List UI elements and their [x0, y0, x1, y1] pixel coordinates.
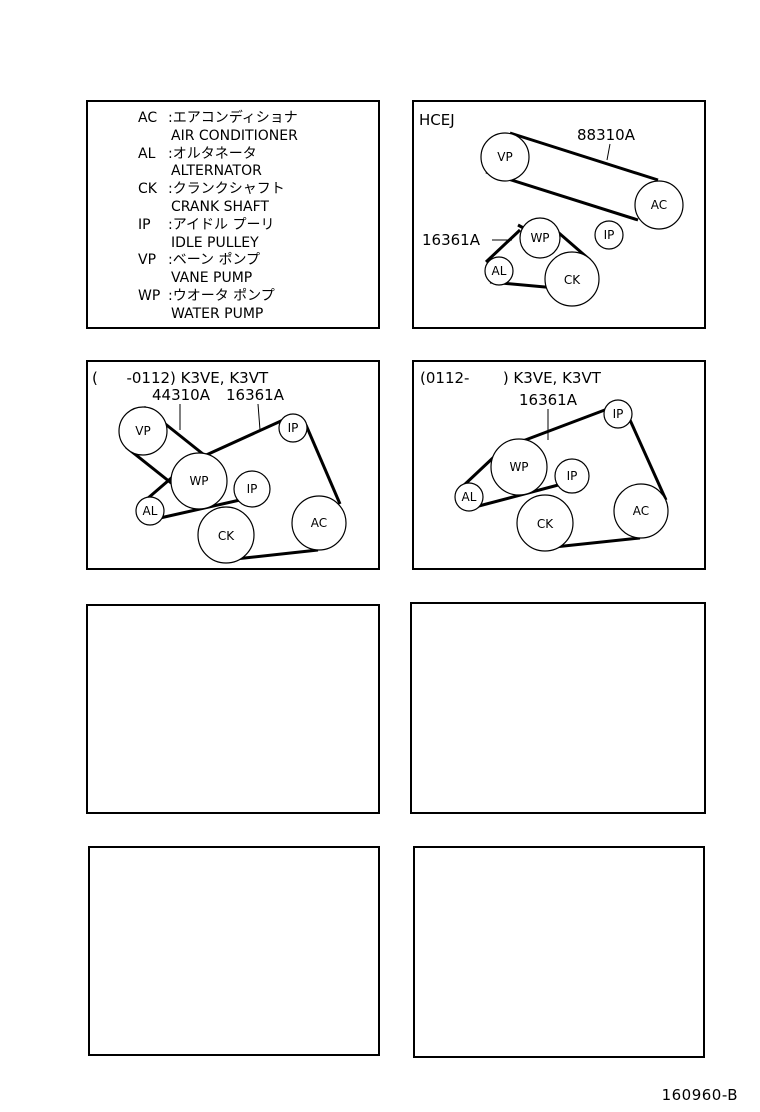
legend-item-ip: IP:アイドル プーリ: [138, 216, 275, 233]
empty-panel: [86, 604, 380, 814]
legend-code: CK: [138, 181, 157, 198]
ck-label: CK: [537, 517, 554, 531]
empty-panel: [413, 846, 705, 1058]
diagram-title: HCEJ: [419, 111, 455, 129]
legend-code: AC: [138, 110, 158, 126]
ip-label: IP: [613, 407, 624, 421]
diagram-k3ve-late-panel: IP WP IP AL CK AC (0112- ) K3VE, K3VT 16…: [412, 360, 706, 570]
legend-code: IP: [138, 216, 151, 233]
diagram-title: ( -0112) K3VE, K3VT: [92, 369, 269, 387]
part-number-44310a: 44310A: [152, 386, 211, 404]
ck-label: CK: [218, 529, 235, 543]
legend-en: VANE PUMP: [171, 270, 253, 287]
legend-list: AC:エアコンディショナ AIR CONDITIONER AL:オルタネータ A…: [138, 110, 298, 324]
legend-item-vp: VP:ベーン ポンプ: [138, 252, 261, 269]
wp-label: WP: [509, 460, 528, 474]
legend-panel: [86, 100, 380, 329]
legend-jp: オルタネータ: [172, 145, 257, 162]
part-number-16361a: 16361A: [519, 391, 578, 409]
legend-item-ck: CK:クランクシャフト: [138, 181, 285, 198]
ac-label: AC: [651, 198, 667, 212]
diagram-hcej-panel: VP AC WP IP AL CK HCEJ 88310A 16361A: [412, 100, 706, 329]
legend-jp: ベーン ポンプ: [172, 252, 261, 269]
diagram-title: (0112- ) K3VE, K3VT: [420, 369, 602, 387]
legend-code: VP: [138, 252, 157, 269]
ac-label: AC: [311, 516, 327, 530]
wp-label: WP: [530, 231, 549, 245]
al-label: AL: [143, 504, 158, 518]
diagram-k3ve-early: VP IP WP IP AL CK AC ( -0112) K3VE, K3VT…: [92, 369, 347, 564]
ip-label: IP: [567, 469, 578, 483]
part-number-16361a: 16361A: [226, 386, 285, 404]
legend-jp: クランクシャフト: [172, 181, 285, 198]
al-label: AL: [492, 264, 507, 278]
diagram-k3ve-late: IP WP IP AL CK AC (0112- ) K3VE, K3VT 16…: [420, 369, 669, 552]
vp-label: VP: [135, 424, 150, 438]
empty-panel: [410, 602, 706, 814]
legend-en: CRANK SHAFT: [171, 198, 269, 215]
diagram-k3ve-early-panel: VP IP WP IP AL CK AC ( -0112) K3VE, K3VT…: [86, 360, 380, 570]
ip-label: IP: [247, 482, 258, 496]
legend-item-wp: WP:ウオータ ポンプ: [138, 287, 275, 304]
legend-jp: ウオータ ポンプ: [172, 287, 275, 304]
empty-panel: [88, 846, 380, 1056]
part-number-88310a: 88310A: [577, 126, 636, 144]
diagram-hcej: VP AC WP IP AL CK HCEJ 88310A 16361A: [419, 111, 684, 307]
legend-code: AL: [138, 145, 156, 162]
legend-en: IDLE PULLEY: [171, 234, 259, 251]
vp-label: VP: [497, 150, 512, 164]
legend-code: WP: [138, 287, 161, 304]
legend-item-al: AL:オルタネータ: [138, 145, 257, 162]
wp-label: WP: [189, 474, 208, 488]
ip-label: IP: [604, 228, 615, 242]
al-label: AL: [462, 490, 477, 504]
legend-en: WATER PUMP: [171, 305, 264, 322]
legend-jp: アイドル プーリ: [172, 216, 275, 233]
legend-en: ALTERNATOR: [171, 163, 262, 180]
ck-label: CK: [564, 273, 581, 287]
ip-label: IP: [288, 421, 299, 435]
legend-jp: エアコンディショナ: [172, 110, 298, 126]
leader-line: [606, 143, 611, 161]
legend-item-ac: AC:エアコンディショナ: [138, 110, 298, 126]
ac-label: AC: [633, 504, 649, 518]
legend-en: AIR CONDITIONER: [171, 127, 298, 144]
figure-number: 160960-B: [661, 1086, 738, 1104]
leader-line: [257, 403, 261, 431]
part-number-16361a: 16361A: [422, 231, 481, 249]
